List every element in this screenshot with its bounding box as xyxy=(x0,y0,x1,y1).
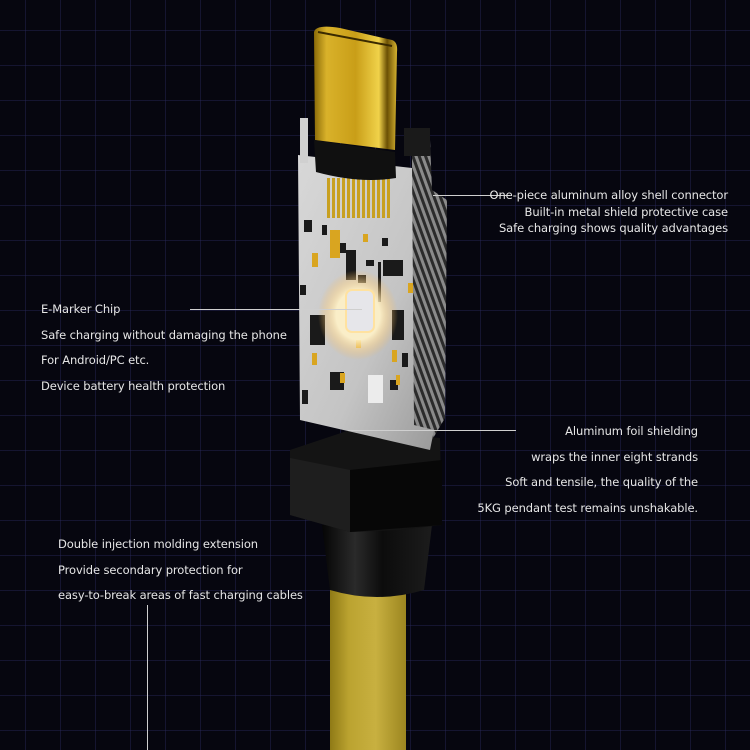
callout-shell-line-1: One-piece aluminum alloy shell connector xyxy=(489,188,729,202)
callout-chip: E-Marker Chip Safe charging without dama… xyxy=(41,297,287,399)
callout-molding-title: Double injection molding extension xyxy=(58,537,259,551)
boot-sleeve xyxy=(322,525,432,597)
callout-shell: One-piece aluminum alloy shell connector… xyxy=(490,183,729,242)
callout-molding-line-3: easy-to-break areas of fast charging cab… xyxy=(58,588,303,602)
callout-foil-title: Aluminum foil shielding xyxy=(565,424,698,438)
leader-line-shell xyxy=(433,195,510,196)
callout-chip-title: E-Marker Chip xyxy=(41,302,121,316)
callout-foil-line-3: Soft and tensile, the quality of the xyxy=(505,475,698,489)
callout-shell-line-3: Safe charging shows quality advantages xyxy=(498,221,728,235)
callout-shell-line-2: Built-in metal shield protective case xyxy=(524,204,729,219)
callout-foil: Aluminum foil shielding wraps the inner … xyxy=(477,419,698,521)
callout-molding: Double injection molding extension Provi… xyxy=(58,532,303,609)
callout-foil-line-4: 5KG pendant test remains unshakable. xyxy=(477,500,698,515)
callout-chip-line-2: Safe charging without damaging the phone xyxy=(41,327,287,342)
usb-c-plug xyxy=(314,26,398,151)
callout-molding-line-2: Provide secondary protection for xyxy=(58,562,243,577)
aluminum-shell-side xyxy=(412,140,447,440)
callout-foil-line-2: wraps the inner eight strands xyxy=(531,449,698,464)
callout-chip-line-3: For Android/PC etc. xyxy=(41,353,150,367)
cable xyxy=(330,585,406,750)
leader-line-foil xyxy=(348,430,516,431)
callout-chip-line-4: Device battery health protection xyxy=(41,378,226,393)
emarker-chip xyxy=(345,289,375,333)
leader-line-molding xyxy=(147,605,148,750)
gold-contacts xyxy=(327,178,390,218)
leader-line-chip xyxy=(190,309,362,310)
